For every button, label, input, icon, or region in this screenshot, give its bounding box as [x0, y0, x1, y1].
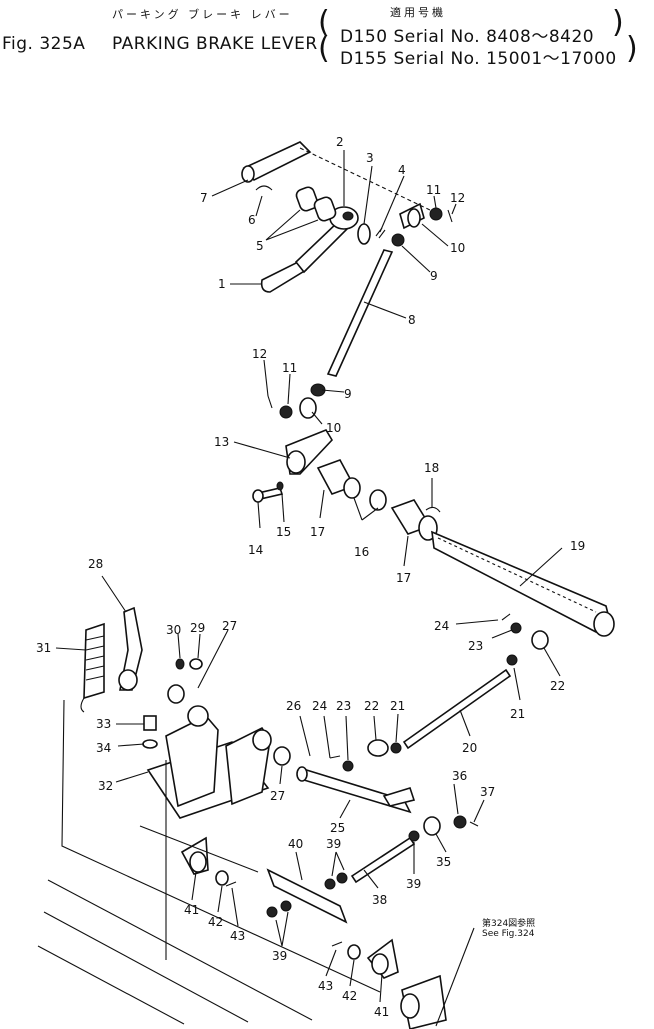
callout-26: 26 — [286, 699, 301, 713]
leader-lines — [55, 150, 563, 1003]
reference-lines — [37, 147, 597, 1027]
callout-11-lower: 11 — [282, 361, 297, 375]
callout-42-left: 42 — [208, 915, 223, 929]
callout-6: 6 — [248, 213, 256, 227]
callout-37: 37 — [480, 785, 495, 799]
rod-8 — [326, 249, 394, 377]
callout-18: 18 — [424, 461, 439, 475]
callout-20: 20 — [462, 741, 477, 755]
reference-note-jp: 第324図参照 — [482, 917, 535, 929]
callout-42-right: 42 — [342, 989, 357, 1003]
callout-39-bottom: 39 — [272, 949, 287, 963]
callout-14: 14 — [248, 543, 263, 557]
callout-43-right: 43 — [318, 979, 333, 993]
callout-labels: 1 2 3 4 5 6 7 8 9 10 11 12 9 10 11 12 13… — [36, 135, 585, 1019]
callout-3: 3 — [366, 151, 374, 165]
rod-20-group — [329, 613, 549, 772]
callout-1: 1 — [218, 277, 226, 291]
callout-39-top: 39 — [326, 837, 341, 851]
bracket-32 — [146, 684, 291, 819]
callout-17-right: 17 — [396, 571, 411, 585]
callout-10-lower: 10 — [326, 421, 341, 435]
bracket-left-top: ( — [318, 5, 330, 40]
callout-32: 32 — [98, 779, 113, 793]
callout-24-left: 24 — [312, 699, 327, 713]
callout-10-top: 10 — [450, 241, 465, 255]
callout-12-lower: 12 — [252, 347, 267, 361]
callout-12-top: 12 — [450, 191, 465, 205]
callout-15: 15 — [276, 525, 291, 539]
bracket-right-bottom: ) — [626, 31, 638, 66]
callout-38: 38 — [372, 893, 387, 907]
callout-22-right: 22 — [550, 679, 565, 693]
callout-22-left: 22 — [364, 699, 379, 713]
serial-line-d155: D155 Serial No. 15001～17000 — [340, 49, 617, 69]
callout-11-top: 11 — [426, 183, 441, 197]
callout-35: 35 — [436, 855, 451, 869]
callout-21-right: 21 — [510, 707, 525, 721]
title-japanese: パーキング ブレーキ レバー — [112, 8, 293, 21]
callout-25: 25 — [330, 821, 345, 835]
callout-41-left: 41 — [184, 903, 199, 917]
callout-13: 13 — [214, 435, 229, 449]
callout-27-bottom: 27 — [270, 789, 285, 803]
callout-19: 19 — [570, 539, 585, 553]
callout-27-top: 27 — [222, 619, 237, 633]
callout-28: 28 — [88, 557, 103, 571]
callout-23-left: 23 — [336, 699, 351, 713]
lever-28-spring-31 — [80, 606, 203, 749]
shaft-19 — [431, 530, 615, 637]
callout-21-left: 21 — [390, 699, 405, 713]
callout-17-left: 17 — [310, 525, 325, 539]
callout-39-right: 39 — [406, 877, 421, 891]
callout-30: 30 — [166, 623, 181, 637]
callout-4: 4 — [398, 163, 406, 177]
serial-line-d150: D150 Serial No. 8408～8420 — [340, 27, 595, 47]
callout-23-right: 23 — [468, 639, 483, 653]
callout-7: 7 — [200, 191, 208, 205]
callout-29: 29 — [190, 621, 205, 635]
adjuster-group — [180, 815, 479, 1029]
callout-5: 5 — [256, 239, 264, 253]
callout-9-lower: 9 — [344, 387, 352, 401]
applicability-japanese: 適用号機 — [390, 6, 446, 19]
bracket-right-top: ) — [612, 5, 624, 40]
lower-clevis-group — [252, 383, 441, 541]
callout-2: 2 — [336, 135, 344, 149]
callout-41-right: 41 — [374, 1005, 389, 1019]
callout-40: 40 — [288, 837, 303, 851]
title-english: PARKING BRAKE LEVER — [112, 34, 318, 54]
callout-36: 36 — [452, 769, 467, 783]
callout-43-left: 43 — [230, 929, 245, 943]
callout-33: 33 — [96, 717, 111, 731]
callout-8: 8 — [408, 313, 416, 327]
figure-number: Fig. 325A — [2, 34, 86, 54]
lever-shaft-25 — [296, 766, 416, 814]
callout-31: 31 — [36, 641, 51, 655]
lever-handle-assembly — [241, 141, 453, 293]
reference-note-en: See Fig.324 — [482, 929, 535, 939]
callout-9-top: 9 — [430, 269, 438, 283]
callout-16: 16 — [354, 545, 369, 559]
callout-24-right: 24 — [434, 619, 449, 633]
bracket-left-bottom: ( — [318, 31, 330, 66]
callout-34: 34 — [96, 741, 111, 755]
